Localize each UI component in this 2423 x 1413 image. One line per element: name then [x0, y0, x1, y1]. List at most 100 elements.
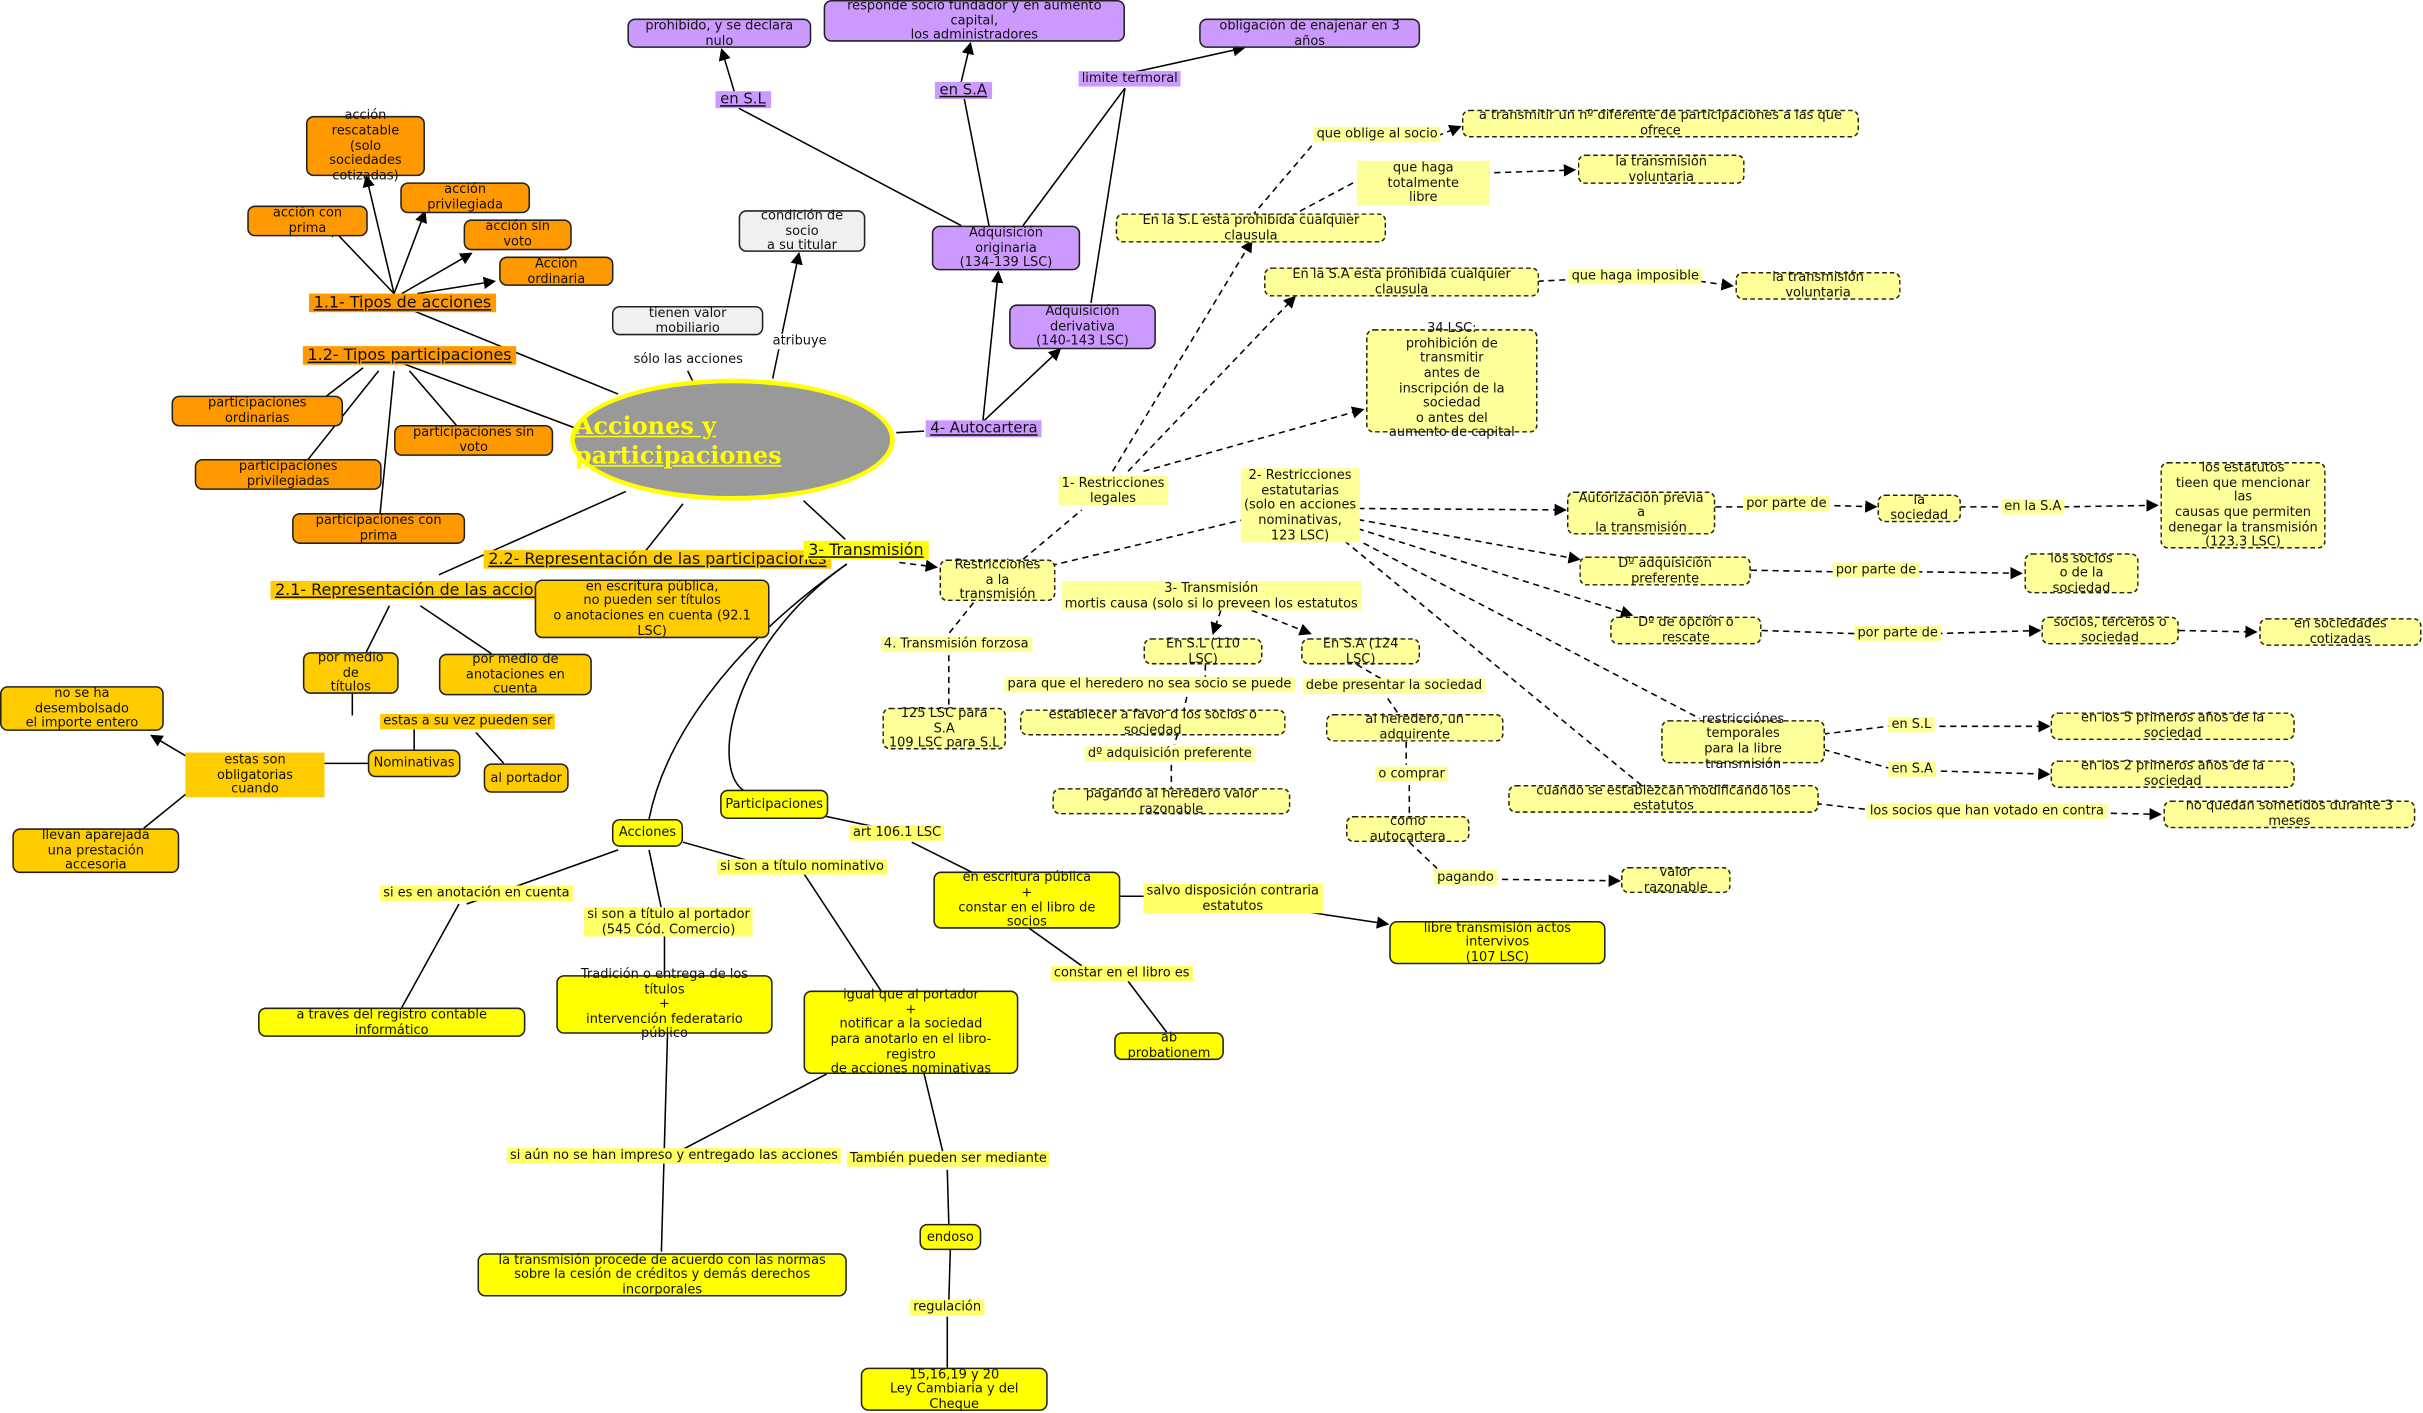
label-obligatorias-cuando: estas son obligatorias cuando	[185, 751, 325, 798]
node-al-heredero[interactable]: al heredero, un adquirente	[1325, 712, 1504, 742]
heading-representacion-acciones[interactable]: 2.1- Representación de las acciones	[270, 581, 567, 600]
central-topic[interactable]: Acciones y participaciones	[570, 378, 895, 501]
label-en-sa: en S.A	[1888, 761, 1937, 777]
label-aun-no-impreso: si aún no se han impreso y entregado las…	[506, 1147, 842, 1164]
label-titulo-nominativo: si son a título nominativo	[717, 858, 887, 875]
node-autorizacion-previa[interactable]: Autorización previa a la transmisión	[1566, 489, 1716, 535]
node-participaciones-ordinarias[interactable]: participaciones ordinarias	[171, 395, 344, 427]
label-limite-temporal: limite termoral	[1078, 70, 1181, 87]
node-derecho-adquisicion-preferente[interactable]: Dº adquisición preferente	[1579, 555, 1751, 586]
node-libre-transmision[interactable]: libre transmisión actos intervivos (107 …	[1389, 919, 1606, 965]
node-ab-probationem[interactable]: ab probationem	[1114, 1030, 1224, 1061]
node-por-medio-anotaciones[interactable]: por medio de anotaciones en cuenta	[438, 651, 592, 696]
node-establecer-favor[interactable]: establecer a favor d los socios o socied…	[1019, 706, 1286, 736]
node-en-sa-124[interactable]: En S.A (124 LSC)	[1301, 635, 1421, 665]
node-accion-rescatable[interactable]: acción rescatable (solo sociedades cotiz…	[305, 107, 425, 182]
node-lsc-34[interactable]: 34 LSC: prohibición de transmitir antes …	[1366, 320, 1538, 439]
label-haga-imposible: que haga imposible	[1568, 268, 1703, 284]
label-o-comprar: o comprar	[1375, 765, 1448, 782]
node-tres-meses[interactable]: no quedan sometidos durante 3 meses	[2163, 798, 2416, 829]
node-socios-terceros[interactable]: socios, terceros o sociedad	[2041, 614, 2179, 645]
node-accion-sin-voto[interactable]: acción sin voto	[463, 219, 572, 251]
label-mortis-causa: 3- Transmisión mortis causa (solo si lo …	[1061, 580, 1361, 611]
label-en-sl: en S.L	[1888, 716, 1935, 732]
node-al-portador[interactable]: al portador	[483, 763, 569, 793]
node-prohibida-sa[interactable]: En la S.A esta prohibida cualquier claus…	[1264, 266, 1540, 297]
node-adquisicion-originaria[interactable]: Adquisición originaria (134-139 LSC)	[931, 224, 1081, 271]
label-titulo-portador: si son a título al portador (545 Cód. Co…	[584, 906, 753, 937]
node-escritura-publica-participaciones[interactable]: en escritura pública, no pueden ser títu…	[534, 578, 770, 639]
node-derecho-opcion-rescate[interactable]: Dº de opción o rescate	[1610, 614, 1762, 645]
node-accion-prima[interactable]: acción con prima	[247, 205, 368, 237]
label-tambien-mediante: También pueden ser mediante	[846, 1150, 1050, 1167]
node-modificando-estatutos[interactable]: cuando se establezcan modificando los es…	[1508, 783, 1819, 813]
label-restricciones-legales: 1- Restricciones legales	[1058, 475, 1168, 506]
node-cesion-creditos[interactable]: la transmisión procede de acuerdo con la…	[477, 1251, 847, 1297]
node-endoso[interactable]: endoso	[919, 1223, 982, 1251]
node-valor-mobiliario[interactable]: tienen valor mobiliario	[611, 304, 764, 336]
node-responde-socio[interactable]: responde socio fundador y en aumento cap…	[823, 0, 1125, 42]
node-obligacion-enajenar[interactable]: obligación de enajenar en 3 años	[1199, 17, 1421, 48]
node-estatutos-causas[interactable]: los estatutos tieen que mencionar las ca…	[2160, 459, 2326, 549]
label-estas-a-su-vez: estas a su vez pueden ser	[380, 713, 556, 729]
node-la-sociedad[interactable]: la sociedad	[1877, 492, 1961, 523]
label-totalmente-libre: que haga totalmente libre	[1356, 159, 1490, 206]
node-registro-contable[interactable]: a través del registro contable informáti…	[258, 1006, 526, 1037]
node-prestacion-accesoria[interactable]: llevan aparejada una prestación accesori…	[12, 827, 180, 874]
node-dos-anos[interactable]: en los 2 primeros años de la sociedad	[2050, 758, 2295, 789]
heading-en-sa[interactable]: en S.A	[934, 81, 992, 99]
node-restricciones-temporales[interactable]: restricciónes temporales para la libre t…	[1661, 711, 1825, 770]
node-prohibida-sl[interactable]: En la S.L esta prohibida cualquier claus…	[1115, 212, 1387, 243]
label-atribuye: atribuye	[769, 333, 830, 349]
node-accion-privilegiada[interactable]: acción privilegiada	[400, 182, 531, 214]
node-ley-cambiaria[interactable]: 15,16,19 y 20 Ley Cambiaria y del Cheque	[860, 1366, 1048, 1411]
node-sociedades-cotizadas[interactable]: en sociedades cotizadas	[2259, 616, 2422, 646]
label-en-la-sa: en la S.A	[2001, 498, 2065, 515]
heading-tipos-participaciones[interactable]: 1.2- Tipos participaciones	[302, 346, 517, 365]
node-participaciones-privilegiadas[interactable]: participaciones privilegiadas	[194, 458, 382, 490]
heading-tipos-acciones[interactable]: 1.1- Tipos de acciones	[309, 293, 496, 313]
label-por-parte-de-2: por parte de	[1832, 561, 1920, 578]
label-por-parte-de-3: por parte de	[1854, 625, 1941, 641]
node-restricciones-transmision[interactable]: Restricciones a la transmisión	[939, 557, 1056, 601]
node-escritura-libro-socios[interactable]: en escritura pública + constar en el lib…	[933, 869, 1121, 929]
node-nominativas[interactable]: Nominativas	[367, 749, 461, 778]
heading-representacion-participaciones[interactable]: 2.2- Representación de las participacion…	[483, 550, 832, 569]
label-art-106: art 106.1 LSC	[849, 824, 945, 841]
label-pagando: pagando	[1434, 869, 1497, 885]
node-por-medio-titulos[interactable]: por medio de títulos	[302, 649, 399, 694]
node-lsc-125-109[interactable]: 125 LSC para S.A 109 LSC para S.L	[882, 705, 1006, 750]
node-cinco-anos[interactable]: en los 5 primeros años de la sociedad	[2050, 710, 2295, 741]
node-participaciones-prima[interactable]: participaciones con prima	[292, 512, 466, 544]
label-que-oblige: que oblige al socio	[1313, 126, 1441, 142]
node-igual-portador[interactable]: igual que al portador + notificar a la s…	[803, 986, 1019, 1076]
node-adquisicion-derivativa[interactable]: Adquisición derivativa (140-143 LSC)	[1009, 303, 1156, 350]
node-en-sl-110[interactable]: En S.L (110 LSC)	[1143, 635, 1263, 665]
node-participaciones-sin-voto[interactable]: participaciones sin voto	[394, 424, 554, 456]
node-tradicion-entrega[interactable]: Tradición o entrega de los títulos + int…	[556, 966, 773, 1040]
label-anotacion-cuenta: si es en anotación en cuenta	[380, 884, 573, 901]
label-regulacion: regulación	[910, 1299, 985, 1315]
node-pagando-heredero[interactable]: pagando al heredero valor razonable	[1052, 785, 1291, 815]
node-prohibido-nulo[interactable]: prohibido, y se declara nulo	[627, 17, 812, 48]
label-adquisicion-preferente: dº adquisición preferente	[1084, 745, 1255, 762]
label-transmision-forzosa: 4. Transmisión forzosa	[880, 636, 1032, 652]
heading-autocartera[interactable]: 4- Autocartera	[925, 420, 1043, 438]
node-numero-diferente[interactable]: a transmitir un nº diferente de particip…	[1461, 107, 1859, 138]
node-accion-ordinaria[interactable]: Acción ordinaria	[499, 255, 614, 286]
node-transmision-voluntaria-sl[interactable]: la transmisión voluntaria	[1577, 153, 1745, 184]
node-socios-sociedad[interactable]: los socios o de la sociedad	[2024, 550, 2139, 594]
node-valor-razonable[interactable]: valor razonable	[1621, 864, 1731, 894]
node-transmision-voluntaria-sa[interactable]: la transmisión voluntaria	[1735, 270, 1901, 300]
label-presentar-sociedad: debe presentar la sociedad	[1302, 677, 1486, 694]
heading-en-sl[interactable]: en S.L	[715, 91, 771, 109]
heading-transmision[interactable]: 3- Transmisión	[803, 540, 929, 560]
node-no-desembolsado[interactable]: no se ha desembolsado el importe entero	[0, 685, 164, 731]
node-participaciones[interactable]: Participaciones	[720, 789, 829, 820]
node-condicion-socio[interactable]: condición de socio a su titular	[738, 207, 866, 252]
node-como-autocartera[interactable]: como autocartera	[1345, 813, 1470, 843]
label-solo-acciones: sólo las acciones	[630, 351, 746, 368]
node-acciones[interactable]: Acciones	[611, 819, 684, 847]
